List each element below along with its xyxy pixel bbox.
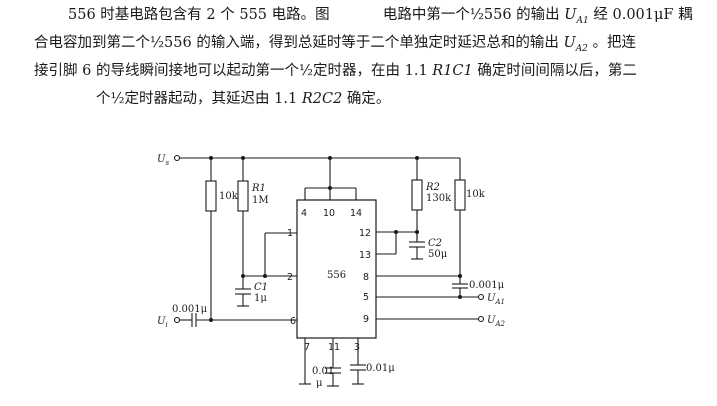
supply-terminal	[173, 154, 181, 162]
line2-prefix: 合电容加到第二个½556 的输入端，得到总延时等于二个单独定时延迟总和的输出	[34, 35, 559, 51]
out2-label: UA2	[487, 315, 505, 328]
c-pin3-value: 0.01μ	[366, 363, 395, 374]
capacitor-coupling: 0.001μ	[452, 276, 505, 297]
line1-middle: 电路中第一个½556 的输出	[382, 7, 560, 23]
pin-4-label: 4	[301, 208, 307, 219]
c-pin11-value-a: 0.01	[312, 366, 334, 377]
r1c1-term: R1C1	[432, 63, 473, 79]
line2-suffix: 。把连	[592, 35, 637, 51]
r2-value: 130k	[426, 193, 452, 204]
pin-11-label: 11	[328, 342, 340, 353]
out1-label: UA1	[487, 293, 505, 306]
supply-label: Us	[157, 154, 169, 167]
u-a1-symbol: UA1	[564, 7, 589, 26]
capacitor-pin3: 0.01μ	[350, 338, 395, 385]
line3-suffix: 确定时间间隔以后，第二	[477, 63, 637, 79]
resistor-r1: R1 1M	[237, 158, 269, 278]
u-a2-symbol: UA2	[563, 35, 588, 54]
input-label: Ui	[157, 316, 168, 329]
line3-prefix: 接引脚 6 的导线瞬间接地可以起动第一个½定时器，在由 1.1	[34, 63, 433, 79]
r-left-value: 10k	[219, 191, 239, 202]
input-stage: Ui 0.001μ	[157, 304, 297, 329]
pin-6-label: 6	[290, 316, 296, 327]
text-line-1: 556 时基电路包含有 2 个 555 电路。图 电路中第一个½556 的输出 …	[68, 2, 693, 34]
c2-name: C2	[428, 238, 442, 249]
text-line-2: 合电容加到第二个½556 的输入端，得到总延时等于二个单独定时延迟总和的输出 U…	[34, 30, 636, 62]
line4-suffix: 确定。	[346, 91, 391, 107]
r2c2-term: R2C2	[301, 91, 343, 107]
r2-name: R2	[425, 182, 440, 193]
pin-12-label: 12	[359, 228, 371, 239]
pin-2-label: 2	[287, 272, 293, 283]
input-terminal	[173, 316, 181, 324]
line4-prefix: 个½定时器起动，其延迟由 1.1	[96, 91, 298, 107]
capacitor-c1: C1 1μ	[235, 276, 268, 307]
pin-9-label: 9	[363, 314, 369, 325]
pin-8-label: 8	[363, 272, 369, 283]
capacitor-pin11: 0.01 μ	[312, 338, 341, 389]
c-input-value: 0.001μ	[172, 304, 208, 315]
capacitor-c2: C2 50μ	[409, 232, 448, 260]
r1-name: R1	[251, 183, 266, 194]
resistor-r2: R2 130k	[411, 158, 452, 240]
pin-1-label: 1	[287, 228, 293, 239]
output-a2: UA2	[376, 315, 505, 328]
c-pin11-value-b: μ	[316, 378, 323, 389]
r1-value: 1M	[252, 195, 269, 206]
c-coupling-value: 0.001μ	[469, 280, 505, 291]
chip-label: 556	[327, 270, 346, 281]
pin-3-label: 3	[354, 342, 360, 353]
c1-value: 1μ	[254, 293, 267, 304]
pin-10-label: 10	[323, 208, 335, 219]
pin-7-label: 7	[304, 342, 310, 353]
r-right-value: 10k	[466, 189, 486, 200]
text-line-4: 个½定时器起动，其延迟由 1.1 R2C2 确定。	[96, 86, 390, 112]
pin-13-label: 13	[359, 250, 371, 261]
c2-value: 50μ	[428, 249, 448, 260]
pin-5-label: 5	[363, 292, 369, 303]
resistor-10k-right: 10k	[454, 158, 486, 276]
resistor-10k-left: 10k	[205, 158, 239, 320]
pin-7-ground	[299, 338, 311, 385]
ic-556: 556 4 10 14 1 2 6 12 13 8 5 9 7 11 3	[287, 199, 377, 353]
output-a1: UA1	[376, 293, 505, 306]
supply-rail: Us	[157, 154, 460, 167]
c1-name: C1	[254, 282, 268, 293]
pin-14-label: 14	[350, 208, 362, 219]
text-line-3: 接引脚 6 的导线瞬间接地可以起动第一个½定时器，在由 1.1 R1C1 确定时…	[34, 58, 637, 84]
line1-prefix: 556 时基电路包含有 2 个 555 电路。图	[68, 7, 330, 23]
line1-suffix: 经 0.001μF 耦	[593, 7, 693, 23]
